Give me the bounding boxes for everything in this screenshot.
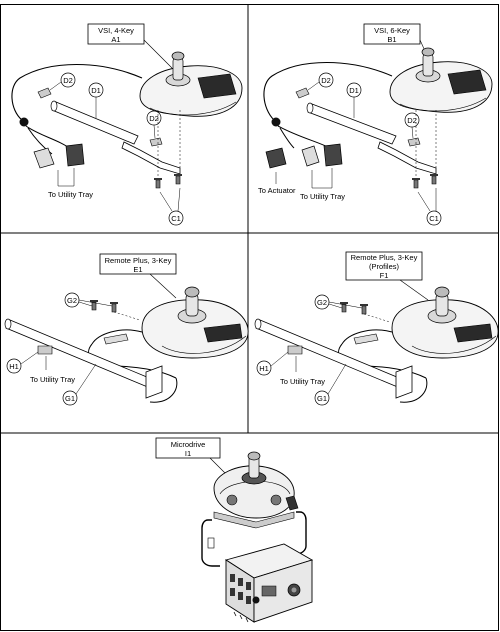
panel-f-remote-plus-3-key-profiles: Remote Plus, 3-Key (Profiles) F1 G2 H1 T…	[254, 251, 499, 406]
remote-plus-controller	[141, 286, 249, 359]
panel-i-microdrive: Microdrive I1	[155, 437, 314, 623]
caption-e-utility-tray: To Utility Tray	[30, 375, 75, 384]
caption-b-utility-tray: To Utility Tray	[300, 192, 345, 201]
panel-i-title: Microdrive	[171, 440, 206, 449]
panel-b-vsi-6-key: VSI, 6-Key B1 D2 D1 D2 C1	[258, 23, 493, 226]
callout-b-d2-top: D2	[321, 76, 331, 85]
panel-i-code: I1	[185, 449, 191, 458]
callout-f-g1: G1	[317, 394, 327, 403]
panel-a-code: A1	[111, 35, 120, 44]
vsi-6-key-controller	[389, 47, 493, 113]
callout-a-d2-top: D2	[63, 76, 73, 85]
callout-e-g1: G1	[65, 394, 75, 403]
caption-f-utility-tray: To Utility Tray	[280, 377, 325, 386]
ferrite-bead	[19, 117, 29, 127]
callout-e-h1: H1	[9, 362, 19, 371]
panel-f-code: F1	[380, 271, 389, 280]
caption-b-actuator: To Actuator	[258, 186, 296, 195]
callout-f-h1: H1	[259, 364, 269, 373]
mounting-bracket	[121, 141, 181, 175]
outer-frame	[0, 4, 499, 631]
actuator-connector	[265, 147, 287, 169]
panel-b-title: VSI, 6-Key	[374, 26, 410, 35]
caption-a-utility-tray: To Utility Tray	[48, 190, 93, 199]
panel-a-title-box	[87, 23, 145, 45]
panel-b-code: B1	[387, 35, 396, 44]
callout-b-c1: C1	[429, 214, 439, 223]
wiring-connector	[33, 147, 55, 169]
callout-a-d2-bottom: D2	[149, 114, 159, 123]
microdrive-joystick	[213, 451, 299, 529]
callout-f-g2: G2	[317, 298, 327, 307]
callout-a-c1: C1	[171, 214, 181, 223]
panel-b-title-box	[363, 23, 421, 45]
panel-a-title: VSI, 4-Key	[98, 26, 134, 35]
callout-b-d2-bottom: D2	[407, 116, 417, 125]
controller-cable	[11, 63, 143, 121]
panel-e-remote-plus-3-key: Remote Plus, 3-Key E1 G2 H1 To Utility T…	[4, 253, 249, 406]
mounting-tube	[51, 101, 139, 145]
panel-f-subtitle: (Profiles)	[369, 262, 400, 271]
panel-e-code: E1	[133, 265, 142, 274]
microdrive-control-box	[224, 543, 314, 623]
callout-a-d1: D1	[91, 86, 101, 95]
panel-a-vsi-4-key: VSI, 4-Key A1 D2 D1 D2 C1	[11, 23, 243, 226]
panel-e-title: Remote Plus, 3-Key	[105, 256, 172, 265]
vsi-4-key-controller	[139, 51, 243, 117]
panel-f-title: Remote Plus, 3-Key	[351, 253, 418, 262]
callout-e-g2: G2	[67, 296, 77, 305]
callout-b-d1: D1	[349, 86, 359, 95]
remote-plus-profiles-controller	[391, 286, 499, 359]
terminal-block	[65, 143, 85, 167]
